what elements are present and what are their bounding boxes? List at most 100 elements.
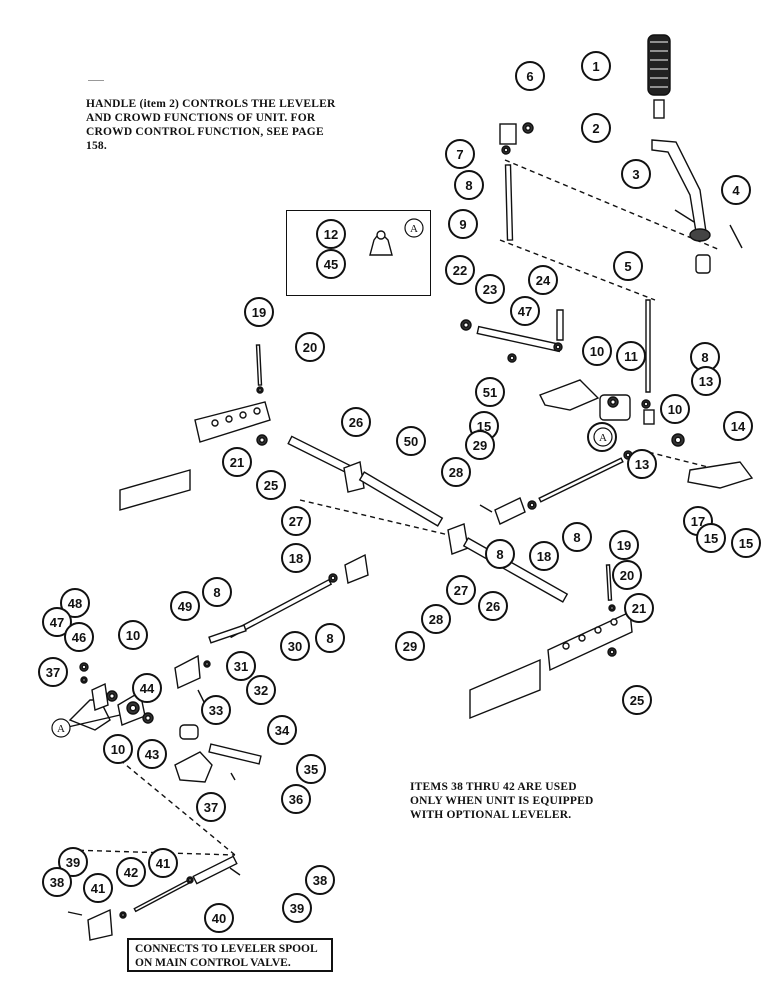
rod-end — [208, 624, 247, 644]
callout-28: 28 — [421, 604, 451, 634]
clevis-18-left — [344, 553, 369, 584]
callout-19: 19 — [244, 297, 274, 327]
svg-text:10: 10 — [126, 628, 140, 643]
pin-35 — [208, 743, 262, 765]
lower-bracket — [687, 461, 754, 489]
callout-15: 15 — [696, 523, 726, 553]
mounting-plate-right-ghost — [469, 658, 541, 720]
plate-hole — [225, 415, 233, 423]
svg-text:40: 40 — [212, 911, 226, 926]
washer-hole — [555, 344, 561, 350]
callout-20: 20 — [612, 560, 642, 590]
clevis-pin — [229, 867, 241, 876]
nut-hole — [625, 452, 631, 458]
bracket-46 — [91, 682, 109, 711]
svg-text:48: 48 — [68, 596, 82, 611]
bushing-hole — [129, 704, 137, 712]
guide-line — [504, 159, 721, 251]
svg-text:24: 24 — [536, 273, 551, 288]
callout-25: 25 — [256, 470, 286, 500]
callout-35: 35 — [296, 754, 326, 784]
bushing-hole — [145, 715, 151, 721]
callout-8: 8 — [454, 170, 484, 200]
svg-text:38: 38 — [313, 873, 327, 888]
svg-text:34: 34 — [275, 723, 290, 738]
svg-text:37: 37 — [204, 800, 218, 815]
svg-text:29: 29 — [403, 639, 417, 654]
svg-text:27: 27 — [289, 514, 303, 529]
callout-37: 37 — [196, 792, 226, 822]
svg-text:33: 33 — [209, 703, 223, 718]
separator-rule — [88, 80, 104, 81]
callout-1: 1 — [581, 51, 611, 81]
sleeve-33 — [179, 724, 199, 740]
grip-ferrule — [653, 99, 665, 119]
roll-pin — [230, 772, 236, 781]
svg-text:39: 39 — [66, 855, 80, 870]
nut-hole — [259, 437, 265, 443]
jam-nut-hole — [330, 575, 336, 581]
detail-marker-a: A — [51, 718, 71, 738]
plate-hole — [610, 618, 618, 626]
callout-46: 46 — [64, 622, 94, 652]
svg-text:A: A — [57, 723, 65, 735]
callout-21: 21 — [624, 593, 654, 623]
nut-hole — [187, 877, 193, 883]
clevis-pin — [67, 911, 83, 916]
callout-37: 37 — [38, 657, 68, 687]
callout-36: 36 — [281, 784, 311, 814]
callout-6: 6 — [515, 61, 545, 91]
svg-text:6: 6 — [526, 69, 533, 84]
svg-text:8: 8 — [701, 350, 708, 365]
svg-text:19: 19 — [617, 538, 631, 553]
callout-45: 45 — [316, 249, 346, 279]
rod-42 — [133, 879, 190, 913]
callout-28: 28 — [441, 457, 471, 487]
svg-text:13: 13 — [699, 374, 713, 389]
svg-text:14: 14 — [731, 419, 746, 434]
washer-hole — [609, 605, 615, 611]
svg-text:50: 50 — [404, 434, 418, 449]
plate-hole — [211, 419, 219, 427]
svg-text:27: 27 — [454, 583, 468, 598]
svg-text:26: 26 — [349, 415, 363, 430]
guide-line — [499, 239, 656, 301]
washer-hole — [81, 677, 87, 683]
callout-42: 42 — [116, 857, 146, 887]
svg-text:8: 8 — [496, 547, 503, 562]
clevis-pin — [479, 504, 493, 513]
callout-5: 5 — [613, 251, 643, 281]
callout-13: 13 — [627, 449, 657, 479]
washer-hole — [503, 147, 509, 153]
callout-2: 2 — [581, 113, 611, 143]
svg-text:28: 28 — [449, 465, 463, 480]
svg-text:8: 8 — [573, 530, 580, 545]
callout-34: 34 — [267, 715, 297, 745]
svg-text:7: 7 — [456, 147, 463, 162]
callout-25: 25 — [622, 685, 652, 715]
svg-text:8: 8 — [465, 178, 472, 193]
svg-text:42: 42 — [124, 865, 138, 880]
callout-27: 27 — [446, 575, 476, 605]
cap-screw — [255, 344, 263, 386]
svg-text:39: 39 — [290, 901, 304, 916]
callout-27: 27 — [281, 506, 311, 536]
callout-4: 4 — [721, 175, 751, 205]
callout-51: 51 — [475, 377, 505, 407]
leveler-spool-callout: CONNECTS TO LEVELER SPOOL ON MAIN CONTRO… — [127, 938, 333, 972]
plate-hole — [253, 407, 261, 415]
svg-text:22: 22 — [453, 263, 467, 278]
svg-text:A: A — [599, 432, 607, 444]
clevis-block — [499, 123, 517, 145]
long-bolt — [504, 164, 514, 241]
svg-text:29: 29 — [473, 438, 487, 453]
svg-text:23: 23 — [483, 282, 497, 297]
callout-8: 8 — [315, 623, 345, 653]
callout-19: 19 — [609, 530, 639, 560]
svg-text:41: 41 — [156, 856, 170, 871]
callout-20: 20 — [295, 332, 325, 362]
callout-10: 10 — [660, 394, 690, 424]
svg-text:37: 37 — [46, 665, 60, 680]
svg-text:2: 2 — [592, 121, 599, 136]
control-rod-17 — [538, 457, 624, 503]
